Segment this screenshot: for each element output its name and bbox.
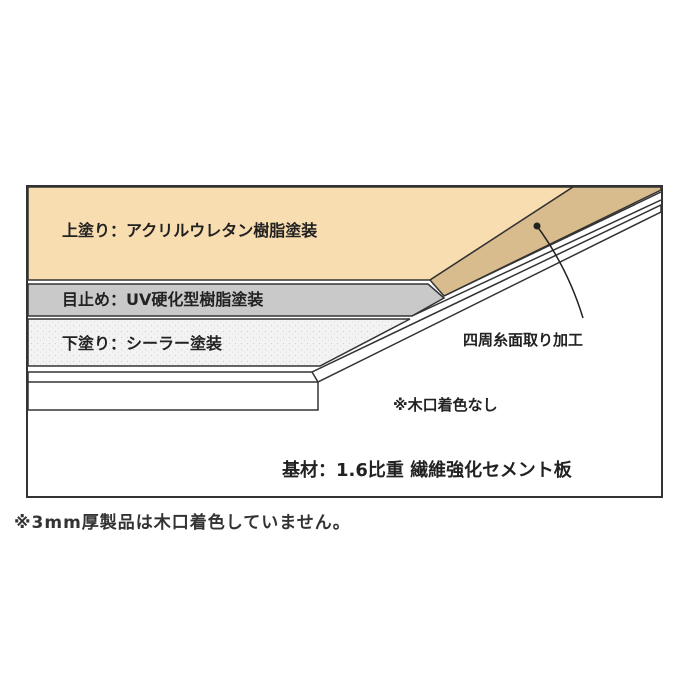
footnote: ※3mm厚製品は木口着色していません。 (14, 513, 351, 533)
leader-line (536, 225, 584, 319)
board-slab (27, 203, 662, 411)
chamfer-strip (428, 186, 662, 297)
label-substrate: 基材：1.6比重 繊維強化セメント板 (281, 459, 573, 481)
label-filler: 目止め：UV硬化型樹脂塗装 (62, 290, 263, 309)
undercoat-layer (27, 318, 411, 367)
label-undercoat: 下塗り：シーラー塗装 (62, 334, 222, 353)
diagonal-line-middle (411, 199, 662, 317)
board-bevel-edge (311, 371, 319, 383)
diagonal-line-upper (443, 191, 662, 297)
label-top-coat: 上塗り：アクリルウレタン樹脂塗装 (62, 221, 317, 240)
label-edge-note: ※木口着色なし (393, 396, 498, 414)
label-chamfer: 四周糸面取り加工 (463, 331, 583, 349)
filler-layer (27, 283, 446, 317)
